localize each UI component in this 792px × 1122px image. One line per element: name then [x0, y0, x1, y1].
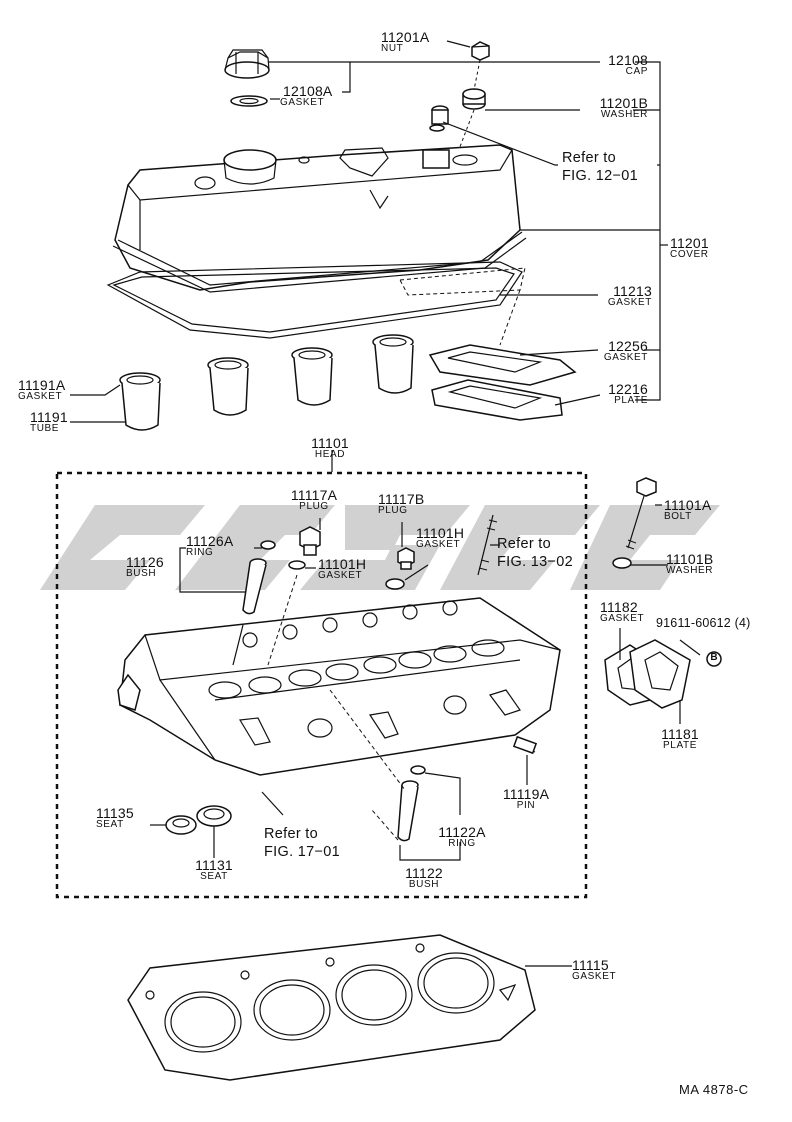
- cover-gasket: [106, 261, 523, 339]
- bolt-marker-b: B: [710, 652, 718, 663]
- callout-11182: 11182 GASKET: [600, 599, 645, 624]
- breather-plate: [431, 379, 563, 421]
- spark-plug-tube-4: [372, 334, 414, 394]
- cover-nut: [471, 41, 490, 61]
- callout-11201b: 11201B WASHER: [599, 95, 648, 120]
- valve-seats-row: [242, 600, 458, 648]
- breather-gasket: [428, 344, 577, 386]
- cam-journals: [208, 639, 505, 699]
- bush-11126: [242, 558, 267, 615]
- callout-11191: 11191 TUBE: [30, 409, 68, 434]
- callout-11115: 11115 GASKET: [572, 957, 617, 982]
- ring-11122a: [410, 765, 426, 775]
- callout-12216: 12216 PLATE: [608, 381, 648, 406]
- plug-gasket-11101h-b: [385, 578, 405, 590]
- spark-plug-tube-2: [207, 357, 249, 416]
- callout-11201: 11201 COVER: [670, 235, 709, 260]
- head-assembly-frame: [55, 471, 588, 899]
- plug-gasket-11101h-a: [288, 560, 306, 570]
- callout-11122a: 11122A RING: [438, 824, 486, 849]
- spark-plug-tube-3: [291, 347, 333, 406]
- callout-11126a: 11126A RING: [186, 533, 234, 558]
- callout-12108a: 12108A GASKET: [280, 83, 333, 108]
- head-gasket: [127, 934, 536, 1081]
- callout-11131: 11131 SEAT: [195, 857, 233, 882]
- callout-11119a: 11119A PIN: [502, 786, 550, 811]
- callout-11101a: 11101A BOLT: [664, 497, 712, 522]
- callout-11135: 11135 SEAT: [96, 805, 134, 830]
- callout-11117b: 11117B PLUG: [378, 491, 425, 516]
- stud-17-01: [261, 791, 284, 816]
- seat-11135: [165, 815, 197, 835]
- callout-11101h-left: 11101H GASKET: [318, 556, 367, 581]
- spark-plug-tube-1: [119, 372, 161, 431]
- pcv-fitting: [429, 105, 449, 132]
- reference-fig-17-01: Refer to FIG. 17−01: [264, 826, 340, 860]
- callout-11126: 11126 BUSH: [126, 554, 164, 579]
- cap-gasket: [230, 95, 268, 107]
- head-bolt-11101a: [625, 477, 657, 550]
- callout-11101h-right: 11101H GASKET: [416, 525, 465, 550]
- plate-11181: [629, 639, 691, 709]
- callout-11122: 11122 BUSH: [405, 865, 443, 890]
- callout-11117a: 11117A PLUG: [290, 487, 338, 512]
- stud-13-02: [477, 514, 498, 576]
- bush-11122: [397, 780, 419, 842]
- callout-11181: 11181 PLATE: [661, 726, 699, 751]
- callout-11101: 11101 HEAD: [311, 435, 349, 460]
- leader-lines: [70, 40, 701, 967]
- reference-fig-12-01: Refer to FIG. 12−01: [562, 150, 638, 184]
- bolt-marker-b-circle: [706, 651, 722, 667]
- callout-11191a: 11191A GASKET: [18, 377, 66, 402]
- seat-11131: [196, 805, 232, 827]
- cover-washer: [462, 88, 486, 110]
- washer-11101b: [612, 557, 632, 569]
- plug-11117a: [299, 526, 321, 556]
- reference-fig-13-02: Refer to FIG. 13−02: [497, 536, 573, 570]
- valve-cover: [112, 144, 527, 293]
- plug-11117b: [397, 547, 415, 570]
- callout-12256: 12256 GASKET: [603, 338, 648, 363]
- oil-filler-cap: [224, 49, 270, 79]
- drawing-code: MA 4878-C: [679, 1082, 749, 1097]
- callout-12108: 12108 CAP: [608, 52, 648, 77]
- callout-91611: 91611-60612 (4): [656, 616, 751, 630]
- cylinder-head: [117, 597, 561, 776]
- callout-11201a: 11201A NUT: [381, 29, 430, 54]
- callout-11213: 11213 GASKET: [607, 283, 652, 308]
- ring-11126a: [260, 540, 276, 550]
- callout-11101b: 11101B WASHER: [666, 551, 714, 576]
